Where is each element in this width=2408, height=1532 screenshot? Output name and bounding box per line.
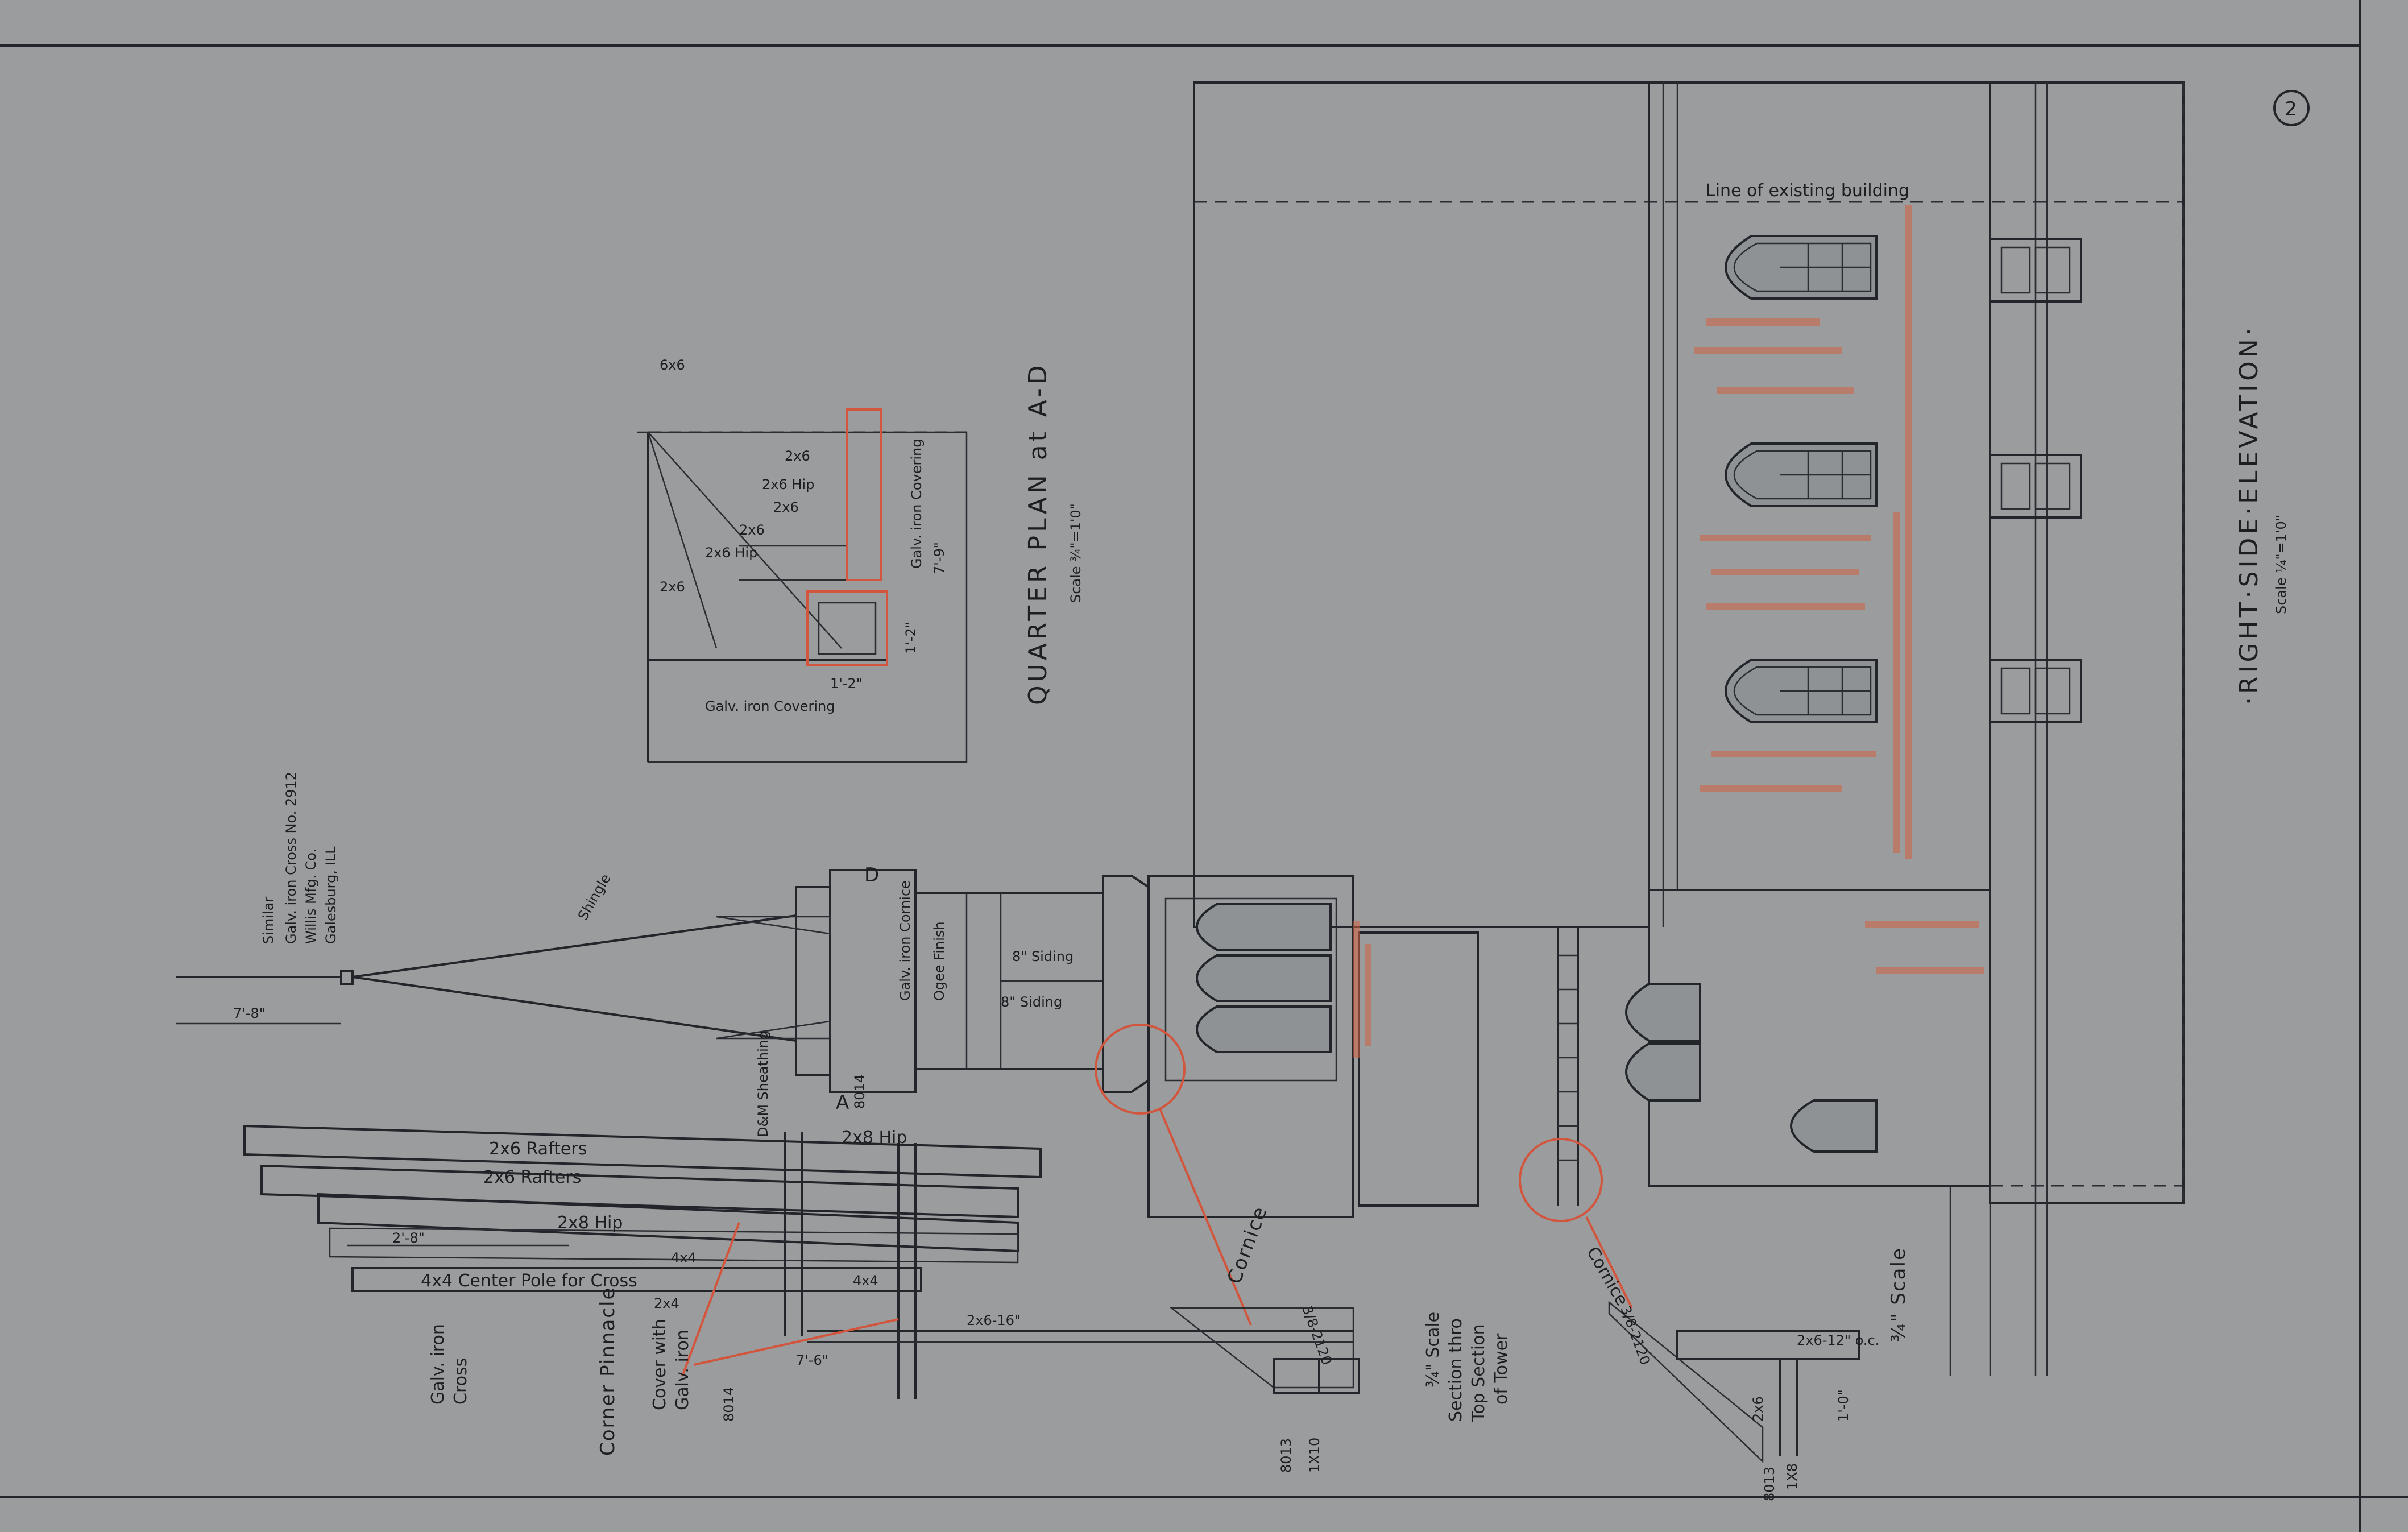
galv-cross-1: Galv. iron — [428, 1324, 448, 1405]
cross-note-2: Galv. iron Cross No. 2912 — [283, 772, 299, 944]
redline-hatch — [1353, 205, 1984, 1058]
mark-8013: 8013 — [1278, 1438, 1294, 1473]
center-pole-label: 4x4 Center Pole for Cross — [421, 1271, 637, 1291]
quarter-plan-title: QUARTER PLAN at A-D — [1023, 362, 1052, 705]
cover-with-1: Cover with — [650, 1319, 670, 1410]
redline-circle-tower — [1095, 1024, 1186, 1115]
cover-with-2: Galv. iron — [673, 1330, 693, 1410]
galv-cornice-note: Galv. iron Cornice — [897, 880, 913, 1001]
dim-7-6: 7'-6" — [796, 1352, 828, 1368]
rafter-2 — [260, 1164, 1019, 1219]
dim-2x6-hip: 2x6 Hip — [762, 477, 814, 492]
dm-sheathing-note: D&M Sheathing — [755, 1031, 771, 1137]
section-note-2: Section thro — [1446, 1318, 1466, 1422]
section-note-1: ¾" Scale — [1423, 1312, 1443, 1388]
cross-note-4: Galesburg, ILL — [323, 846, 339, 944]
mark-1x10: 1X10 — [1307, 1438, 1323, 1473]
elevation-scale: Scale ¼"=1'0" — [2273, 515, 2289, 614]
galv-cross-2: Cross — [451, 1358, 471, 1405]
section-note-4: of Tower — [1491, 1333, 1511, 1405]
section-mark-d: D — [864, 864, 880, 887]
dim-1-2-b: 1'-2" — [830, 676, 863, 692]
sheet-number-badge: 2 — [2273, 90, 2310, 126]
post-4x4b-label: 4x4 — [671, 1250, 697, 1266]
cross-note-3: Willis Mfg. Co. — [303, 848, 319, 944]
plan-covering-side: Galv. iron Covering — [909, 439, 925, 569]
dim-1-2-a: 1'-2" — [903, 622, 919, 654]
eave-rafter-note: 2x6-12" o.c. — [1797, 1332, 1879, 1348]
section-mark-a: A — [836, 1091, 850, 1114]
cross-dim: 7'-8" — [233, 1005, 266, 1021]
nave-window-2 — [1725, 442, 1878, 507]
dim-2x6-c: 2x6 — [739, 522, 765, 538]
siding-lower: 8" Siding — [1001, 994, 1062, 1010]
nave-window-1 — [1725, 235, 1878, 300]
dim-2x6-b: 2x6 — [660, 579, 685, 595]
plan-redline — [806, 590, 888, 666]
eave-mark-1-0: 1'-0" — [1835, 1389, 1851, 1422]
joists-label: 2x6-16" — [967, 1312, 1021, 1328]
tower-belfry — [1147, 875, 1479, 1218]
lower-window-pair — [1625, 983, 1701, 1102]
dim-2x6: 2x6 — [785, 448, 810, 464]
rafters-label-1: 2x6 Rafters — [489, 1139, 587, 1159]
redline-circle-eave — [1519, 1138, 1603, 1222]
dim-2x6-d: 2x6 — [773, 499, 799, 515]
eave-scale: ¾" Scale — [1887, 1247, 1910, 1342]
eave-mark-2x6: 2x6 — [1750, 1396, 1766, 1422]
dim-7-9: 7'-9" — [931, 542, 947, 574]
siding-upper: 8" Siding — [1012, 949, 1074, 964]
cross-note-1: Similar — [260, 897, 276, 944]
sheet-number: 2 — [2285, 98, 2298, 121]
eave-mark-1x8: 1X8 — [1784, 1463, 1800, 1490]
hip-label-2: 2x8 Hip — [557, 1213, 623, 1233]
rafter-1 — [243, 1124, 1042, 1179]
nave-window-3 — [1725, 659, 1878, 723]
rafters-label-2: 2x6 Rafters — [483, 1167, 581, 1187]
tower-section: 2'-8" 2x6 Rafters 2x6 Rafters 2x8 Hip 2x… — [243, 1124, 1511, 1473]
brace-2x4-label: 2x4 — [654, 1295, 679, 1311]
tower-mark-8014: 8014 — [852, 1074, 868, 1109]
elevation-title: ·RIGHT·SIDE·ELEVATION· — [2235, 324, 2264, 705]
mark-8014: 8014 — [721, 1387, 737, 1422]
hip-label-1: 2x8 Hip — [842, 1128, 907, 1148]
hip-2 — [329, 1227, 1019, 1264]
dim-2x6-hip-b: 2x6 Hip — [705, 545, 757, 561]
section-note-3: Top Section — [1469, 1324, 1489, 1422]
dim-2-8: 2'-8" — [392, 1230, 425, 1246]
right-side-elevation: Line of existing building ·RIGHT·SIDE·EL… — [1147, 81, 2289, 1376]
existing-building-note: Line of existing building — [1706, 181, 1909, 201]
post-4x4-label: 4x4 — [853, 1273, 878, 1289]
corner-pinnacle-label: Corner Pinnacle — [596, 1287, 619, 1456]
lower-window-single — [1790, 1099, 1878, 1153]
basement-windows — [1989, 238, 2082, 723]
quarter-plan-scale: Scale ¾"=1'0" — [1068, 503, 1084, 603]
quarter-plan: 6x6 2x6 2x6 Hip 2x6 2x6 Hip 2x6 2x6 1'-2… — [637, 357, 1084, 763]
eave-mark-8013: 8013 — [1762, 1467, 1777, 1501]
center-pole — [351, 1267, 922, 1292]
dim-6x6: 6x6 — [660, 357, 685, 373]
ogee-note: Ogee Finish — [931, 921, 947, 1001]
plan-covering-note: Galv. iron Covering — [705, 698, 835, 714]
dentil-strip — [1557, 927, 1579, 1206]
